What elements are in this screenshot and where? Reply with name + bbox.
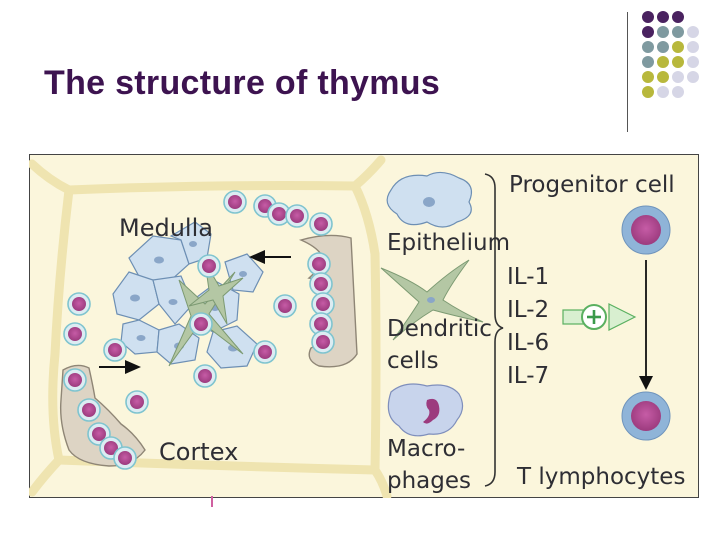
lymphocyte-nucleus	[108, 343, 122, 357]
grid-dot	[642, 71, 654, 83]
lymphocyte-nucleus	[314, 317, 328, 331]
label-cortex: Cortex	[159, 438, 238, 466]
title-divider	[627, 12, 628, 132]
lymphocyte-nucleus	[72, 297, 86, 311]
lymphocyte-nucleus	[198, 369, 212, 383]
legend-macrophage-cell	[387, 383, 464, 437]
grid-dot	[672, 56, 684, 68]
lymphocyte-nucleus	[316, 335, 330, 349]
lymphocyte-nucleus	[82, 403, 96, 417]
lymphocyte-group	[63, 190, 335, 470]
plus-circle-icon	[562, 303, 637, 331]
lymphocyte-nucleus	[312, 257, 326, 271]
lymphocyte-nucleus	[68, 373, 82, 387]
macrophage-nucleus	[423, 398, 440, 424]
lymphocyte-nucleus	[290, 209, 304, 223]
lymphocyte-nucleus	[228, 195, 242, 209]
bracket-icon	[484, 173, 504, 487]
left-arrow-icon	[249, 250, 291, 264]
lymphocyte-nucleus	[130, 395, 144, 409]
legend-macrophage-label-2: phages	[387, 468, 471, 494]
lymphocyte-nucleus	[104, 441, 118, 455]
progenitor-label: Progenitor cell	[509, 172, 675, 198]
pink-tick-mark	[211, 496, 213, 507]
grid-dot	[657, 86, 669, 98]
lymphocyte-nucleus	[202, 259, 216, 273]
lymphocyte-nucleus	[194, 317, 208, 331]
lymphocyte-nucleus	[278, 299, 292, 313]
grid-dot	[657, 71, 669, 83]
grid-dot	[642, 11, 654, 23]
right-arrow-icon	[99, 360, 141, 374]
grid-dot	[657, 11, 669, 23]
grid-dot	[687, 41, 699, 53]
slide-title: The structure of thymus	[44, 64, 441, 102]
lymphocyte-nucleus	[92, 427, 106, 441]
grid-dot	[672, 86, 684, 98]
interleukin-label: IL-7	[507, 363, 549, 389]
lymphocyte-nucleus	[272, 207, 286, 221]
grid-dot	[642, 86, 654, 98]
legend-dendritic-label-1: Dendritic	[387, 316, 492, 342]
interleukin-label: IL-1	[507, 264, 549, 290]
lymphocyte-nucleus	[316, 297, 330, 311]
grid-dot	[672, 11, 684, 23]
grid-dot	[687, 26, 699, 38]
legend-macrophage-label-1: Macro-	[387, 436, 465, 462]
label-medulla: Medulla	[119, 214, 213, 242]
grid-dot	[642, 26, 654, 38]
grid-dot	[642, 41, 654, 53]
capsule-left	[59, 364, 146, 467]
grid-dot	[672, 71, 684, 83]
grid-dot	[672, 26, 684, 38]
lymphocyte-nucleus	[258, 345, 272, 359]
lymphocyte-nucleus	[68, 327, 82, 341]
grid-dot	[657, 56, 669, 68]
legend-epithelium-label: Epithelium	[387, 230, 510, 256]
grid-dot	[657, 41, 669, 53]
interleukin-label: IL-6	[507, 330, 549, 356]
grid-dot	[687, 71, 699, 83]
interleukin-list: IL-1IL-2IL-6IL-7	[507, 264, 549, 389]
lymphocyte-nucleus	[118, 451, 132, 465]
decorative-dot-grid	[642, 11, 699, 98]
grid-dot	[687, 56, 699, 68]
grid-dot	[672, 41, 684, 53]
down-arrow-icon	[639, 260, 653, 390]
legend-dendritic-label-2: cells	[387, 348, 439, 374]
thymus-diagram: Medulla Cortex Epithelium Dendritic cell…	[29, 154, 699, 498]
lymphocyte-nucleus	[314, 277, 328, 291]
grid-dot	[657, 26, 669, 38]
lymphocyte-nucleus	[314, 217, 328, 231]
t-lymphocytes-label: T lymphocytes	[516, 464, 685, 490]
interleukin-label: IL-2	[507, 297, 549, 323]
grid-dot	[642, 56, 654, 68]
